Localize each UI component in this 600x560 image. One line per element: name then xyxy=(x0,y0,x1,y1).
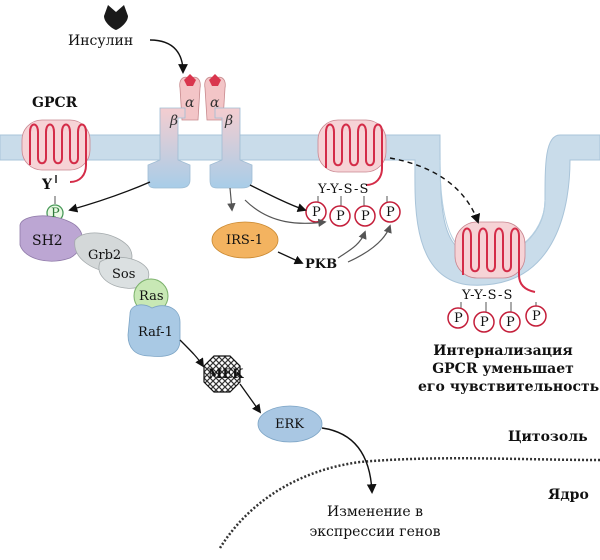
ras-label: Ras xyxy=(139,289,164,304)
p-i-3: P xyxy=(506,315,515,330)
insulin-label: Инсулин xyxy=(68,33,134,49)
irs1-protein xyxy=(211,221,279,259)
gpcr-label: GPCR xyxy=(32,95,78,111)
grb2-label: Grb2 xyxy=(88,248,122,263)
p-i-2: P xyxy=(480,315,489,330)
gpcr-left xyxy=(21,119,91,183)
internalization-caption: Интернализация GPCR уменьшает его чувств… xyxy=(418,343,600,395)
alpha-label-left: α xyxy=(185,95,195,111)
gpcr-internalized xyxy=(454,221,536,293)
irs1-label: IRS-1 xyxy=(226,233,263,248)
beta-label-left: β xyxy=(170,113,179,129)
p-m-4: P xyxy=(386,205,395,220)
sh2-label: SH2 xyxy=(32,233,63,249)
pkb-label: PKB xyxy=(305,257,338,272)
p-row-internalized xyxy=(447,302,547,333)
insulin-receptor-beta-right xyxy=(209,107,253,189)
yyss-internalized: Y-Y-S-S xyxy=(462,288,514,303)
p-i-4: P xyxy=(532,309,541,324)
p-row-membrane xyxy=(305,196,401,227)
sos-label: Sos xyxy=(112,267,136,282)
p-m-3: P xyxy=(361,209,370,224)
cytosol-label: Цитозоль xyxy=(508,429,588,445)
beta-label-right: β xyxy=(225,113,234,129)
mek-label: MEK xyxy=(208,367,244,382)
gpcr-right xyxy=(317,119,387,186)
raf1-label: Raf-1 xyxy=(138,325,173,340)
erk-kinase xyxy=(257,405,323,443)
insulin-molecule xyxy=(104,5,128,30)
erk-label: ERK xyxy=(275,417,304,432)
p-m-2: P xyxy=(336,209,345,224)
yyss-membrane: Y-Y-S-S xyxy=(318,182,370,197)
p-i-1: P xyxy=(454,311,463,326)
mek-kinase xyxy=(203,355,241,393)
alpha-label-right: α xyxy=(210,95,220,111)
phospho-p-left: P xyxy=(51,206,60,221)
nucleus-label: Ядро xyxy=(548,487,589,503)
tyrosine-label: Y xyxy=(42,177,54,193)
p-m-1: P xyxy=(312,205,321,220)
insulin-receptor-beta-left xyxy=(147,107,191,189)
gene-expression-caption: Изменение в экспрессии генов xyxy=(309,504,441,540)
